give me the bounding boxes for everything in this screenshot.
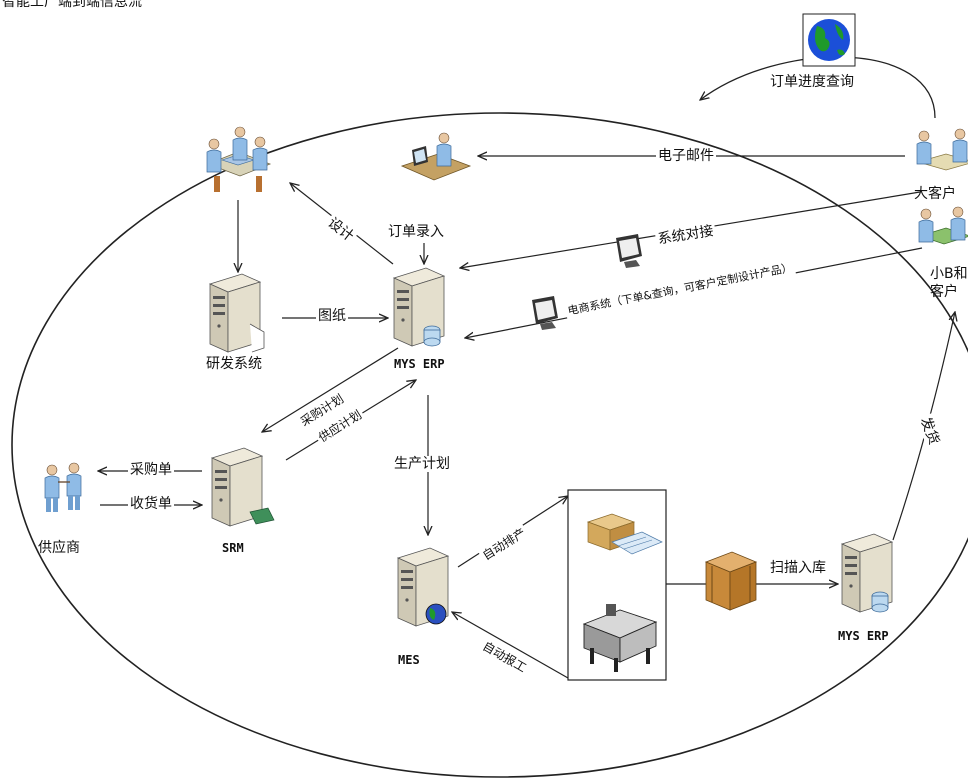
crate-icon	[704, 551, 758, 611]
materials-icon	[586, 513, 663, 555]
customer-meeting-icon	[916, 128, 968, 171]
label-mes: MES	[398, 653, 420, 667]
label-srm: SRM	[222, 541, 244, 555]
server-icon-mes	[397, 547, 449, 627]
label-small-customer-1: 小B和C	[930, 266, 968, 282]
label-purchase-order: 采购单	[128, 462, 174, 478]
server-icon-srm	[211, 447, 275, 527]
label-scan-in: 扫描入库	[768, 560, 828, 576]
factory-boundary	[11, 112, 968, 778]
label-order-entry: 订单录入	[388, 224, 444, 240]
label-erp-ship: MYS ERP	[838, 629, 889, 643]
edge-auto-report	[452, 612, 569, 679]
design-team-icon	[206, 126, 272, 192]
small-customer-icon	[918, 206, 968, 245]
order-clerk-icon	[400, 132, 472, 181]
label-receipt: 收货单	[128, 496, 174, 512]
server-icon-rd	[209, 273, 265, 353]
label-email: 电子邮件	[656, 148, 716, 164]
server-icon-erp	[393, 267, 445, 347]
monitor-icon-ecommerce	[532, 296, 558, 330]
handshake-icon	[44, 462, 82, 512]
monitor-icon-system-link	[616, 234, 642, 268]
page-title: 智能工厂端到端信息流	[2, 0, 142, 10]
globe-icon	[802, 13, 856, 67]
edge-procurement-plan	[262, 347, 399, 432]
label-order-query: 订单进度查询	[770, 74, 854, 90]
label-rd-system: 研发系统	[206, 356, 262, 372]
label-big-customer: 大客户	[914, 186, 956, 202]
server-icon-erp-ship	[841, 533, 893, 613]
machine-icon	[582, 604, 658, 672]
label-production-plan: 生产计划	[392, 456, 452, 472]
label-drawing: 图纸	[316, 308, 348, 324]
label-erp-main: MYS ERP	[394, 357, 445, 371]
label-small-customer-2: 客户	[930, 284, 958, 300]
label-supplier: 供应商	[38, 540, 80, 556]
